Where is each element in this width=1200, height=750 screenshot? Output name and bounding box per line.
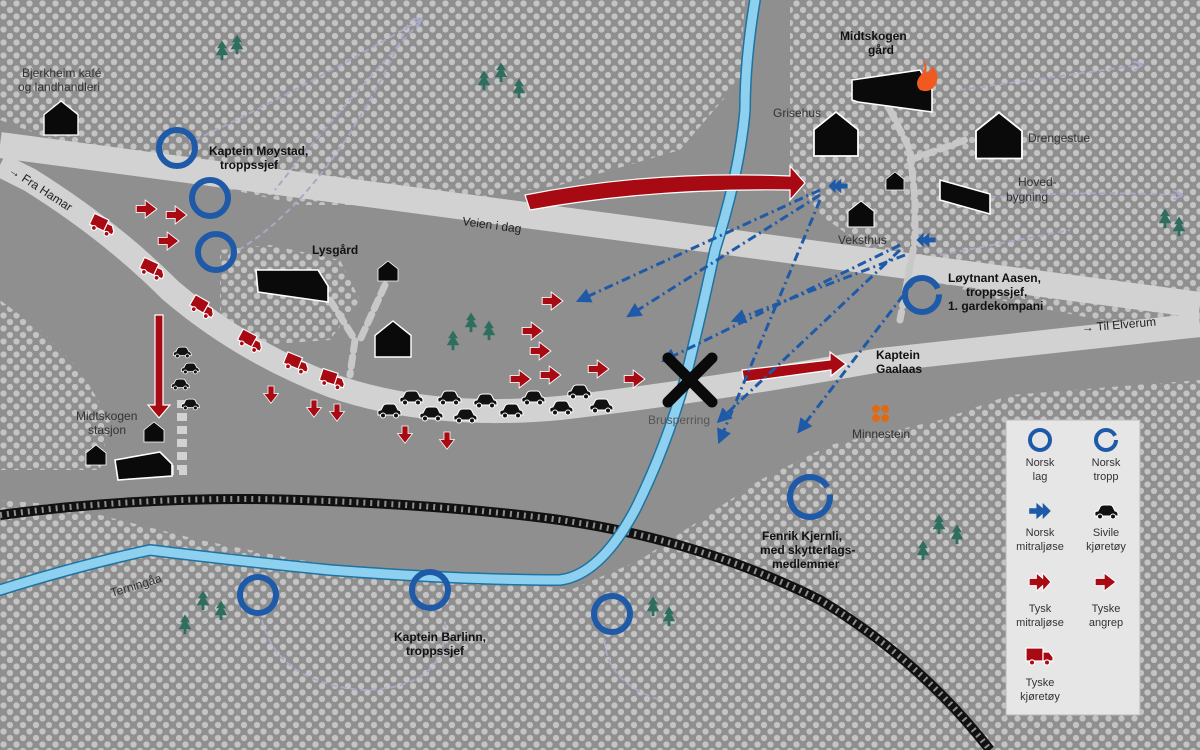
legend-norsk-tropp-1: Norsk <box>1092 457 1121 469</box>
label-drengestue: Drengestue <box>1028 131 1090 145</box>
legend-norsk-lag-1: Norsk <box>1026 457 1055 469</box>
label-kjernli-1: Fenrik Kjernli, <box>762 529 842 543</box>
legend-sivile-2: kjøretøy <box>1086 541 1126 553</box>
label-barlinn-2: troppssjef <box>406 644 465 658</box>
unit-barlinn <box>409 569 451 611</box>
norwegian-units <box>156 127 942 635</box>
legend-sivile-1: Sivile <box>1093 527 1119 539</box>
unit-kjernli <box>787 474 833 520</box>
legend-tysk-mitr-1: Tysk <box>1029 603 1052 615</box>
label-gaalaas-2: Gaalaas <box>876 362 922 376</box>
label-veksthus: Veksthus <box>838 233 887 247</box>
legend-tysk-mitr-2: mitraljøse <box>1016 617 1064 629</box>
label-kjernli-3: medlemmer <box>772 557 840 571</box>
label-moystad-1: Kaptein Møystad, <box>209 144 308 158</box>
norwegian-mg-fire <box>575 188 917 445</box>
label-hovedbygning-1: Hoved- <box>1018 175 1057 189</box>
barn-lysgard <box>255 269 329 303</box>
legend-tyske-angrep-1: Tyske <box>1092 603 1121 615</box>
buildings <box>43 69 1024 481</box>
label-hovedbygning-2: bygning <box>1006 190 1048 204</box>
legend-norsk-tropp-2: tropp <box>1093 471 1118 483</box>
label-aasen-2: troppssjef, <box>966 285 1027 299</box>
unit-moystad <box>156 127 198 169</box>
cross-icon <box>662 352 718 408</box>
label-moystad-2: troppssjef <box>220 158 279 172</box>
legend-norsk-mitr-1: Norsk <box>1026 527 1055 539</box>
label-midtskogen-gard-1: Midtskogen <box>840 29 907 43</box>
label-brusperring: Brusperring <box>648 413 710 427</box>
label-stasjon-2: stasjon <box>88 423 126 437</box>
railway <box>0 494 994 750</box>
label-bjerkheim-2: og landhandleri <box>18 80 100 94</box>
label-midtskogen-gard-2: gård <box>868 43 894 57</box>
road-fra-hamar <box>0 154 1200 424</box>
barn-midtskogen <box>851 69 933 113</box>
legend: Norsk lag Norsk tropp Norsk mitraljøse S… <box>1005 419 1141 716</box>
label-gaalaas-1: Kaptein <box>876 348 920 362</box>
label-stasjon-1: Midtskogen <box>76 409 137 423</box>
unit-aasen <box>902 275 942 315</box>
road-veien-i-dag <box>0 132 1200 318</box>
label-grisehus: Grisehus <box>773 106 821 120</box>
label-aasen-3: 1. gardekompani <box>948 299 1043 313</box>
barn-stasjon <box>114 451 173 481</box>
german-attack-arrows-large <box>146 164 847 419</box>
foot-paths <box>194 20 1180 701</box>
barn-hovedbygning <box>939 178 991 216</box>
legend-tyske-kjoretoy-2: kjøretøy <box>1020 691 1060 703</box>
fire-icon <box>917 58 938 92</box>
legend-tyske-kjoretoy-1: Tyske <box>1026 677 1055 689</box>
label-lysgard: Lysgård <box>312 243 358 257</box>
unit-labels: Kaptein Møystad, troppssjef Løytnant Aas… <box>209 144 1043 658</box>
label-kjernli-2: med skytterlags- <box>760 543 855 557</box>
label-bjerkheim-1: Bjerkheim kafé <box>22 66 102 80</box>
label-barlinn-1: Kaptein Barlinn, <box>394 630 486 644</box>
rivers <box>0 0 761 596</box>
legend-tyske-angrep-2: angrep <box>1089 617 1123 629</box>
legend-norsk-mitr-2: mitraljøse <box>1016 541 1064 553</box>
label-aasen-1: Løytnant Aasen, <box>948 271 1041 285</box>
memorial-icon <box>872 405 889 422</box>
label-minnestein: Minnestein <box>852 427 910 441</box>
label-til-elverum: → Til Elverum <box>1081 315 1157 335</box>
farm-paths <box>326 106 969 379</box>
legend-norsk-lag-2: lag <box>1033 471 1048 483</box>
